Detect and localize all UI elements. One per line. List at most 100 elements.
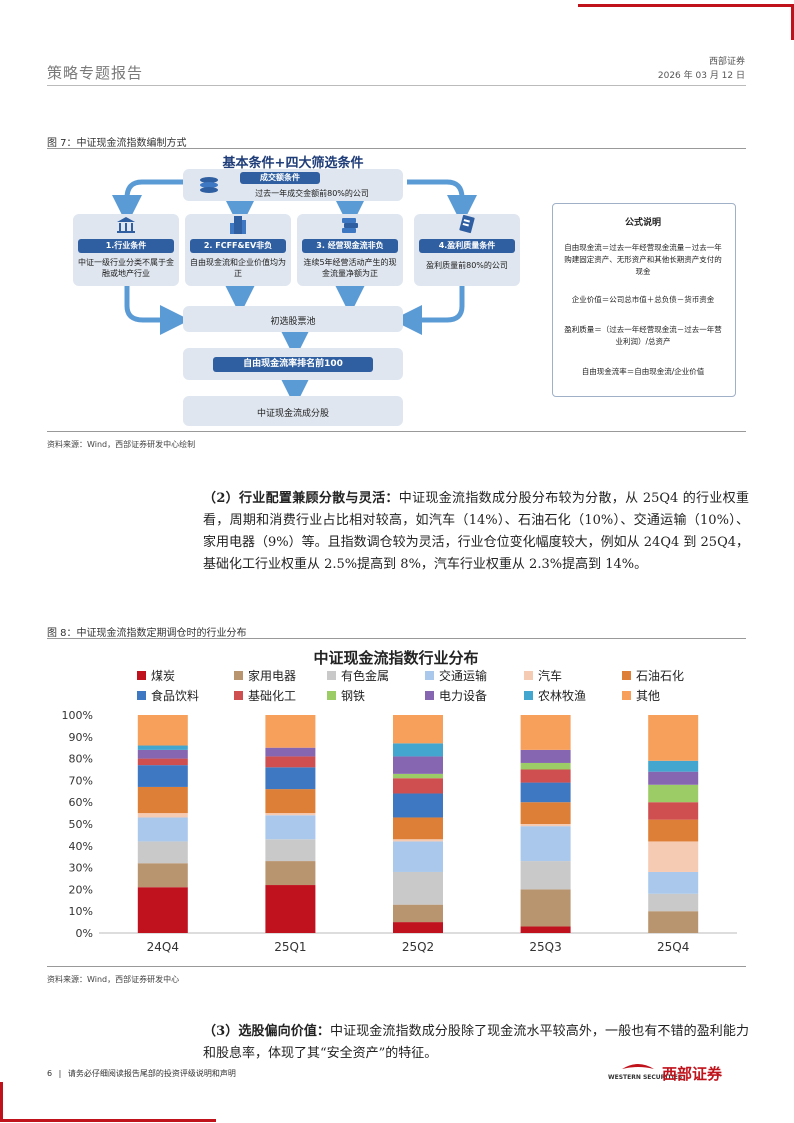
x-tick-label: 25Q3 [529,940,561,954]
building-icon [228,214,248,240]
bar-segment [520,769,571,783]
condition-title-3: 3. 经营现金流非负 [302,239,398,253]
coins-icon [198,174,220,200]
chart-title: 中证现金流指数行业分布 [313,649,478,667]
bar-segment [648,784,699,803]
x-tick-label: 25Q2 [402,940,434,954]
bar-segment [137,887,188,933]
bar-segment [520,762,571,770]
bull-logo-icon [620,1058,656,1077]
bar-segment [137,813,188,818]
legend-label: 交通运输 [439,668,487,683]
bar-segment [393,756,443,774]
diagram-arrows [112,179,477,407]
report-type-title: 策略专题报告 [47,64,144,82]
legend-label: 其他 [636,689,660,703]
legend-label: 食品饮料 [151,688,199,703]
base-condition-label: 成交额条件 [240,172,320,184]
arrow-left-bottom [124,285,190,335]
paragraph-industry-allocation-lead: （2）行业配置兼顾分散与灵活： [203,491,399,506]
bank-icon [116,216,136,238]
footer-disclaimer: 6 | 请务必仔细阅读报告尾部的投资评级说明和声明 [47,1069,236,1078]
legend-label: 石油石化 [636,669,684,683]
header-brand: 西部证券 [708,57,745,67]
legend-swatch [524,671,533,680]
paragraph-industry-allocation-body: 中证现金流指数成分股分布较为分散，从 25Q4 的行业权重看，周期和消费行业占比… [203,491,749,572]
y-tick-label: 90% [69,731,93,744]
header-date: 2026 年 03 月 12 日 [657,71,745,81]
y-tick-label: 60% [69,796,93,809]
legend-label: 农林牧渔 [538,689,586,703]
bar-segment [265,789,316,814]
chart-bars [137,715,699,933]
y-tick-label: 10% [69,905,93,918]
diagram-title: 基本条件+四大筛选条件 [222,156,364,171]
bar-segment [265,885,316,933]
legend-label: 电力设备 [439,689,487,703]
y-tick-label: 50% [69,818,93,831]
bar-segment [393,715,443,744]
condition-desc-4: 盈利质量前80%的公司 [426,261,508,270]
formula-ev: 企业价值＝公司总市值＋总负债－货币资金 [571,295,715,304]
bar-segment [520,889,571,927]
legend-swatch [327,691,336,700]
bar-segment [520,749,571,763]
figure7-bottom-rule [47,431,746,432]
bar-segment [137,786,188,814]
arrow-left-top [112,179,185,225]
final-label: 中证现金流成分股 [256,409,329,419]
figure7-top-rule [47,148,746,149]
legend-swatch [622,671,631,680]
bar-segment [137,863,188,888]
pool-box [183,306,403,332]
corner-decoration-bottom-vertical [0,1082,3,1122]
bar-segment [393,922,443,933]
bar-segment [520,715,571,750]
legend-swatch [234,671,243,680]
legend-label: 家用电器 [248,668,296,683]
x-tick-label: 25Q4 [657,940,689,954]
condition-title-4: 4.盈利质量条件 [419,239,515,253]
figure7-source: 资料来源：Wind，西部证券研发中心绘制 [47,440,196,449]
condition-desc-1: 中证一级行业分类不属于金融或地产行业 [78,258,174,278]
footer-logo-chinese: 西部证券 [662,1065,723,1083]
legend-swatch [234,691,243,700]
legend-swatch [327,671,336,680]
paragraph-industry-allocation: （2）行业配置兼顾分散与灵活：中证现金流指数成分股分布较为分散，从 25Q4 的… [203,488,749,576]
legend-swatch [524,691,533,700]
header-rule [47,85,746,86]
bar-segment [648,893,699,912]
bar-segment [393,839,443,842]
legend-swatch [622,691,631,700]
bar-segment [137,745,188,750]
industry-distribution-chart: 中证现金流指数行业分布 煤炭家用电器有色金属交通运输汽车石油石化食品饮料基础化工… [62,649,737,954]
formula-quality: 盈利质量＝（过去一年经营现金流－过去一年营业利润）/总资产 [564,325,722,346]
bar-segment [137,765,188,787]
cash-stack-icon [340,216,360,238]
bar-segment [648,715,699,761]
legend-swatch [137,691,146,700]
formula-fcf: 自由现金流＝过去一年经营现金流量－过去一年购建固定资产、无形资产和其他长期资产支… [564,243,722,276]
bar-segment [137,758,188,766]
bar-segment [520,824,571,827]
bar-segment [520,826,571,862]
bar-segment [265,747,316,757]
bar-segment [137,749,188,759]
figure8-bottom-rule [47,966,746,967]
chart-legend: 煤炭家用电器有色金属交通运输汽车石油石化食品饮料基础化工钢铁电力设备农林牧渔其他 [137,668,684,703]
figure8-top-rule [47,638,746,639]
y-tick-label: 70% [69,774,93,787]
formula-box [552,203,736,397]
bar-segment [265,715,316,748]
rank-label: 自由现金流率排名前100 [213,357,373,372]
paragraph-value-selection: （3）选股偏向价值：中证现金流指数成分股除了现金流水平较高外，一般也有不错的盈利… [203,1021,749,1065]
condition-title-1: 1.行业条件 [78,239,174,253]
bar-segment [648,802,699,820]
y-tick-label: 30% [69,862,93,875]
figure7-caption: 图 7：中证现金流指数编制方式 [47,138,187,149]
condition-desc-3: 连续5年经营活动产生的现金流量净额为正 [303,258,397,278]
bar-segment [137,715,188,746]
page-number: 6 [47,1069,53,1078]
bar-segment [520,802,571,824]
